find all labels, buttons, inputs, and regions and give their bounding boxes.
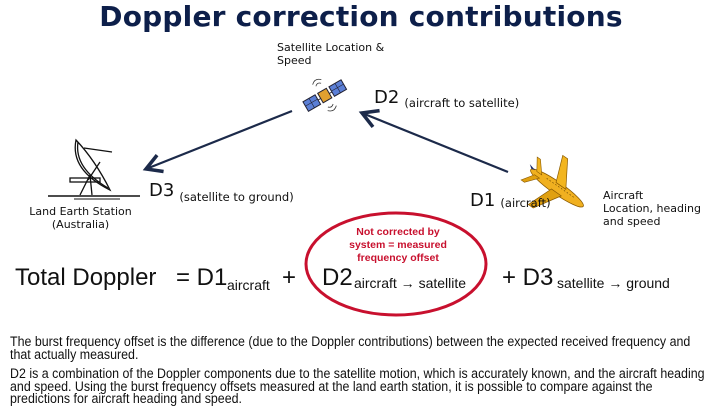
- d2-desc: (aircraft to satellite): [404, 96, 520, 110]
- equation-d1: = D1: [176, 264, 228, 291]
- paragraph-burst-offset: The burst frequency offset is the differ…: [10, 334, 691, 362]
- arrow-aircraft-to-satellite: [358, 108, 509, 174]
- station-label-line1: Land Earth Station: [29, 205, 132, 218]
- d1-label: D1 (aircraft): [470, 190, 551, 211]
- satellite-label-line2: Speed: [277, 54, 312, 67]
- d2-name: D2: [374, 87, 400, 108]
- slide-title: Doppler correction contributions: [99, 0, 623, 33]
- station-label: Land Earth Station (Australia): [18, 205, 143, 231]
- satellite-icon: [302, 78, 348, 113]
- callout-line3: frequency offset: [357, 252, 439, 264]
- equation-d3-subscript: satellite → ground: [557, 275, 670, 291]
- arrow-satellite-to-ground: [142, 109, 293, 174]
- equation-plus: +: [282, 264, 297, 291]
- satellite-label-line1: Satellite Location &: [277, 41, 385, 54]
- d3-label: D3 (satellite to ground): [149, 180, 294, 204]
- satellite-label: Satellite Location & Speed: [277, 41, 384, 67]
- station-label-line2: (Australia): [51, 218, 110, 231]
- d2-label: D2 (aircraft to satellite): [374, 87, 520, 110]
- satellite-dish-icon: [48, 138, 140, 200]
- equation-d2-subscript: aircraft → satellite: [354, 275, 467, 291]
- callout-text: Not corrected by system = measured frequ…: [328, 226, 468, 265]
- equation-d3: + D3: [502, 264, 554, 291]
- aircraft-label-line3: and speed: [603, 215, 661, 228]
- d3-desc: (satellite to ground): [179, 190, 294, 204]
- callout-line2: system = measured: [349, 239, 447, 251]
- callout-line1: Not corrected by: [356, 226, 440, 238]
- not-corrected-ellipse: [304, 211, 488, 317]
- aircraft-label-line1: Aircraft: [603, 189, 644, 202]
- aircraft-label: Aircraft Location, heading and speed: [603, 189, 701, 228]
- airplane-icon: [520, 154, 584, 209]
- aircraft-label-line2: Location, heading: [603, 202, 701, 215]
- d1-name: D1: [470, 190, 496, 211]
- equation-d1-subscript: aircraft: [227, 277, 270, 293]
- equation-d2: D2: [322, 264, 353, 291]
- d1-desc: (aircraft): [500, 196, 551, 210]
- d3-name: D3: [149, 180, 175, 201]
- paragraph-d2-explanation: D2 is a combination of the Doppler compo…: [10, 366, 705, 406]
- equation-lhs: Total Doppler: [15, 264, 157, 291]
